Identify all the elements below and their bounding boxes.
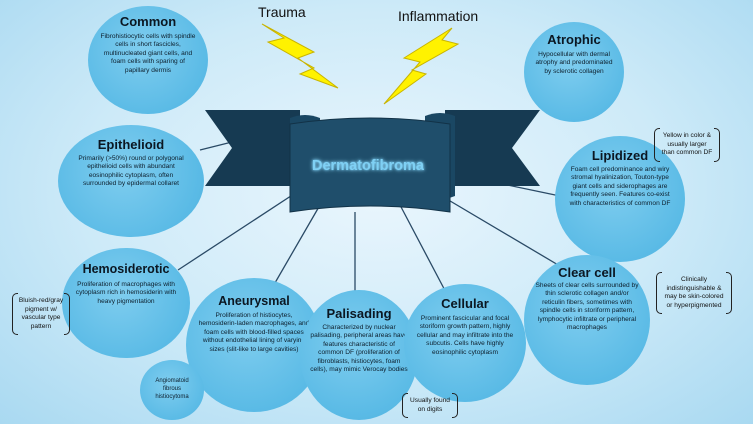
note-clear-cell: Clinically indistinguishable & may be sk… — [656, 272, 732, 315]
variant-clear-cell: Clear cell Sheets of clear cells surroun… — [524, 255, 650, 385]
variant-cellular-desc: Prominent fascicular and focal storiform… — [416, 315, 514, 356]
variant-lipidized-desc: Foam cell predominance and wiry stromal … — [569, 166, 671, 207]
connector-epithelioid — [199, 141, 233, 151]
variant-hemosiderotic: Hemosiderotic Proliferation of macrophag… — [62, 248, 190, 358]
connector-aneurysmal — [267, 204, 321, 296]
variant-epithelioid-desc: Primarily (>50%) round or polygonal epit… — [78, 155, 184, 188]
variant-hemosiderotic-desc: Proliferation of macrophages with cytopl… — [75, 281, 177, 305]
connector-cellular — [399, 204, 451, 301]
variant-epithelioid: Epithelioid Primarily (>50%) round or po… — [58, 125, 204, 237]
variant-epithelioid-title: Epithelioid — [97, 137, 165, 152]
variant-atrophic-title: Atrophic — [547, 32, 601, 47]
variant-common: Common Fibrohistiocytic cells with spind… — [88, 6, 208, 114]
variant-atrophic: Atrophic Hypocellular with dermal atroph… — [524, 22, 624, 122]
note-cellular: Usually found on digits — [402, 393, 458, 419]
variant-aneurysmal-desc: Proliferation of histiocytes, hemosideri… — [198, 312, 310, 353]
note-lipidized: Yellow in color & usually larger than co… — [654, 128, 720, 162]
variant-palisading-title: Palisading — [326, 306, 392, 321]
variant-cellular-title: Cellular — [441, 296, 489, 311]
variant-aneurysmal-title: Aneurysmal — [218, 294, 290, 308]
variant-palisading-desc: Characterized by nuclear palisading, per… — [310, 324, 408, 374]
variant-hemosiderotic-title: Hemosiderotic — [82, 262, 170, 276]
variant-lipidized: Lipidized Foam cell predominance and wir… — [555, 136, 685, 262]
variant-lipidized-title: Lipidized — [591, 148, 649, 163]
lightning-bolt-icon — [261, 23, 339, 89]
variant-angiomatoid-desc: Angiomatoid fibrous histiocytoma — [155, 378, 189, 400]
banner-right-tail — [445, 110, 540, 186]
variant-cellular: Cellular Prominent fascicular and focal … — [404, 284, 526, 402]
variant-atrophic-desc: Hypocellular with dermal atrophy and pre… — [535, 51, 613, 75]
connector-hemosiderotic — [177, 189, 301, 271]
note-hemosiderotic: Bluish-red/gray pigment w/ vascular type… — [12, 293, 70, 336]
banner-left-tail — [205, 110, 300, 186]
variant-clear-cell-desc: Sheets of clear cells surrounded by thin… — [535, 282, 639, 332]
trigger-trauma-label: Trauma — [258, 4, 306, 20]
variant-common-desc: Fibrohistiocytic cells with spindle cell… — [100, 33, 196, 74]
variant-palisading: Palisading Characterized by nuclear pali… — [300, 290, 418, 420]
variant-aneurysmal: Aneurysmal Proliferation of histiocytes,… — [186, 278, 322, 412]
variant-common-title: Common — [119, 14, 177, 29]
lightning-bolt-icon — [383, 27, 460, 105]
center-title: Dermatofibroma — [312, 158, 424, 174]
variant-angiomatoid: Angiomatoid fibrous histiocytoma — [140, 360, 204, 420]
variant-clear-cell-title: Clear cell — [558, 265, 616, 280]
dermatofibroma-banner — [205, 110, 540, 213]
connector-clear-cell — [439, 194, 571, 273]
trigger-inflammation-label: Inflammation — [398, 8, 479, 24]
